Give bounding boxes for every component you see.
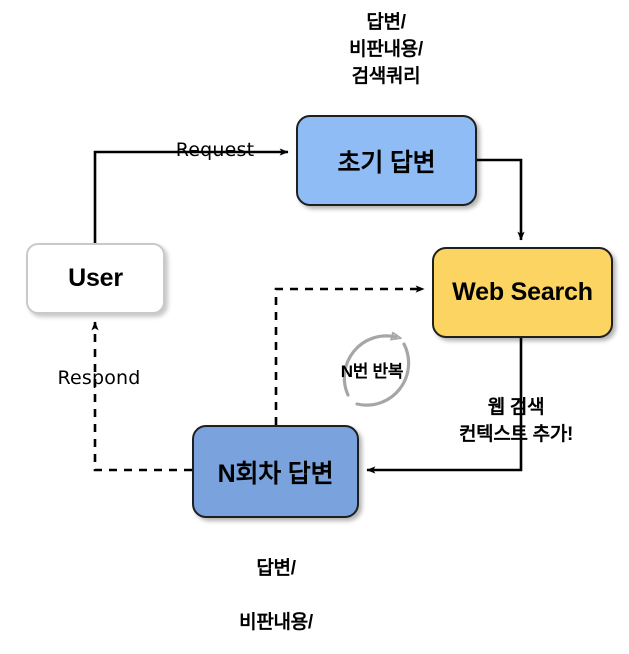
edge-nth-to-websearch [274,285,425,425]
edge-nth-to-user [91,321,192,472]
edge-user-to-initial [93,148,289,243]
annotation-initial-output: 답변/ 비판내용/ 검색쿼리 [349,12,423,87]
node-nth-answer[interactable]: N회차 답변 [192,425,359,518]
edge-initial-to-websearch [477,158,525,241]
node-initial-answer-label: 초기 답변 [337,148,436,177]
node-web-search-label: Web Search [452,278,593,306]
edge-label-respond: Respond [57,367,141,389]
annotation-nth-output: 답변/ 비판내용/ 검색쿼리/ 검색출처 [192,529,360,654]
edge-label-request: Request [175,139,255,161]
node-initial-answer[interactable]: 초기 답변 [296,115,477,206]
node-user-label: User [68,264,123,292]
loop-arrow-upper-icon [342,336,396,397]
node-user[interactable]: User [26,243,165,314]
edge-label-repeat-n-times: N번 반복 [340,362,404,381]
node-web-search[interactable]: Web Search [432,247,613,338]
annotation-nth-output-line1: 답변/ [256,557,296,579]
node-nth-answer-label: N회차 답변 [217,459,334,488]
loop-arrow-lower-icon [355,342,411,407]
edge-label-web-search-context: 웹 검색 컨텍스트 추가! [458,397,574,445]
edge-websearch-to-nth [366,338,523,474]
annotation-nth-output-line2: 비판내용/ [239,611,313,633]
